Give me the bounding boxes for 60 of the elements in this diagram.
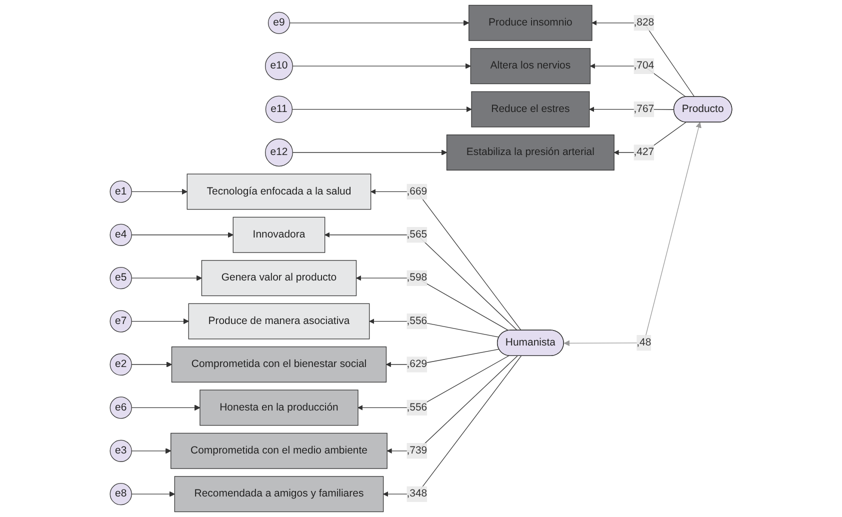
edge-label: ,739 [406,445,428,456]
node-box: Comprometida con el bienestar social [171,346,387,382]
edge-label: ,556 [406,402,428,413]
arrow [386,348,500,368]
node-circle: e8 [110,483,132,506]
arrow [356,275,509,331]
arrow [131,275,202,281]
arrow [292,106,472,112]
node-box: Honesta en la producción [200,390,358,426]
node-box: Reduce el estres [471,91,590,128]
node-circle: e11 [265,96,293,123]
edge-label: ,629 [406,358,428,370]
node-circle: e1 [110,180,132,203]
arrow [368,318,500,338]
node-circle: e10 [265,52,293,80]
node-box: Produce de manera asociativa [188,303,370,340]
edge-label: ,348 [406,488,428,500]
node-circle: e12 [265,138,293,166]
arrow [590,64,686,98]
edge-label: ,828 [634,17,654,28]
edge-label: ,767 [634,103,654,115]
arrow [131,232,234,238]
arrow [131,318,189,324]
arrow [131,188,188,195]
arrow [382,356,522,497]
arrow [324,232,518,331]
node-circle: e2 [110,353,132,376]
node-box: Innovadora [232,216,326,253]
arrow [588,106,674,112]
arrow [131,404,200,411]
node-box: Comprometida con el medio ambiente [170,432,388,469]
arrow [289,20,470,26]
node-box: Altera los nervios [470,48,591,84]
arrow [131,448,172,454]
node-box: Genera valor al producto [201,260,357,296]
arrow [131,491,175,497]
arrow [292,63,471,69]
edge-label: ,598 [406,272,428,284]
edge-label: ,704 [634,60,654,72]
edge-label: ,669 [406,186,428,197]
node-circle: e7 [110,310,132,332]
edge-label: ,556 [406,315,428,327]
edge-label: ,565 [406,228,428,240]
arrow [370,189,522,331]
arrow [591,20,695,98]
arrow [131,362,172,368]
arrow [386,356,518,454]
edge-label: ,427 [634,146,654,158]
node-circle: e9 [268,12,290,34]
node-box: Estabiliza la presión arterial [446,134,614,171]
node-circle: e4 [110,224,132,246]
node-box: Tecnología enfocada a la salud [186,174,372,210]
node-box: Recomendada a amigos y familiares [174,476,384,512]
arrow [357,356,509,410]
node-circle: e6 [110,396,132,419]
node-circle: e3 [110,440,132,462]
node-box: Produce insomnio [468,4,592,41]
edge-label: ,48 [636,337,652,348]
arrow [292,150,448,156]
node-circle: e5 [110,267,132,290]
